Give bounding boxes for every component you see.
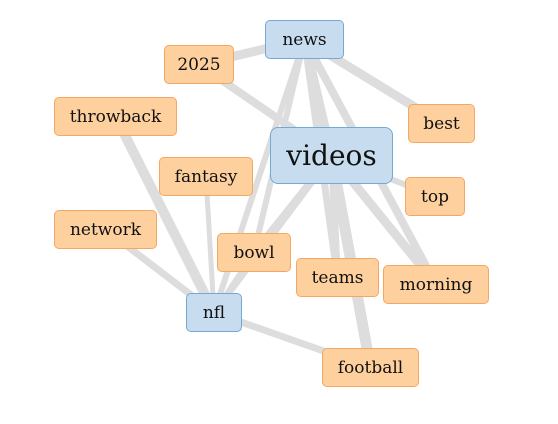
edge-nfl-fantasy <box>203 176 217 313</box>
node-bowl[interactable]: bowl <box>217 233 291 272</box>
edge-nfl-throwback <box>111 114 219 315</box>
node-throwback[interactable]: throwback <box>54 97 177 136</box>
node-2025[interactable]: 2025 <box>164 45 234 84</box>
node-videos[interactable]: videos <box>270 127 393 184</box>
node-nfl[interactable]: nfl <box>186 293 242 332</box>
node-morning[interactable]: morning <box>383 265 489 304</box>
node-top[interactable]: top <box>405 177 465 216</box>
node-network[interactable]: network <box>54 210 157 249</box>
node-football[interactable]: football <box>322 348 419 387</box>
node-teams[interactable]: teams <box>296 258 379 297</box>
node-best[interactable]: best <box>408 104 475 143</box>
node-fantasy[interactable]: fantasy <box>159 157 253 196</box>
node-news[interactable]: news <box>265 20 344 59</box>
